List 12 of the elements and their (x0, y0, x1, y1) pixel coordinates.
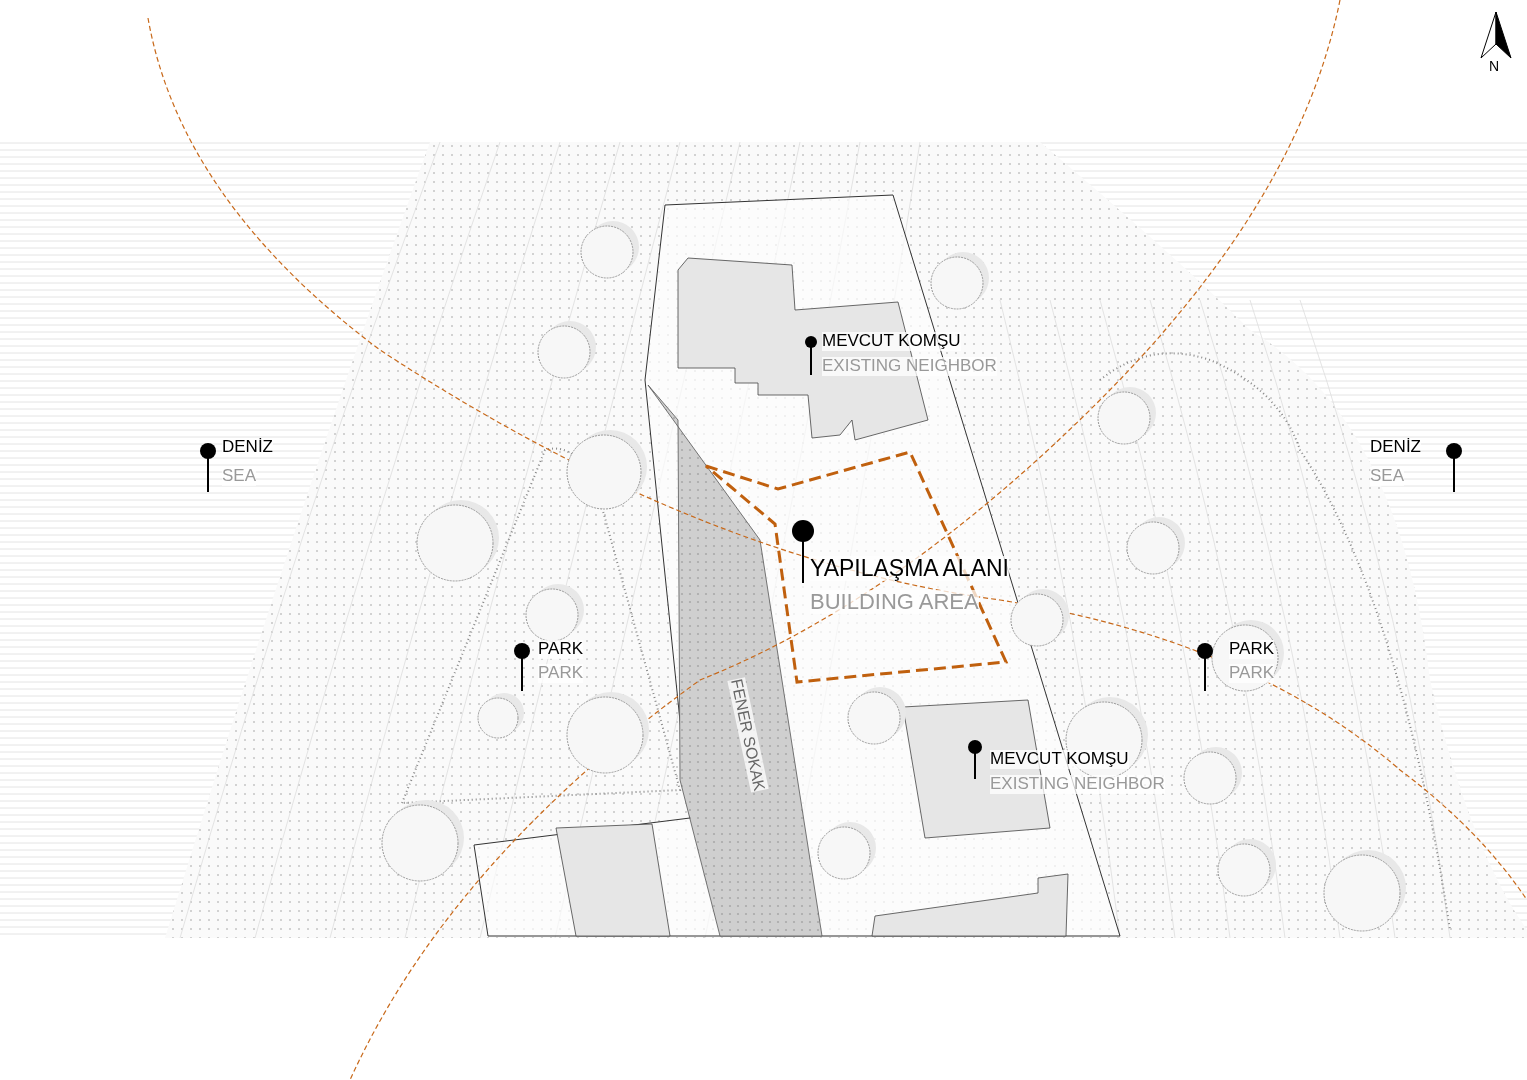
place-label-translation: SEA (222, 467, 257, 486)
place-label-translation: SEA (1370, 467, 1405, 486)
place-label: MEVCUT KOMŞU (822, 332, 961, 351)
place-label: PARK (1229, 640, 1275, 659)
place-label-translation: EXISTING NEIGHBOR (822, 357, 997, 376)
site-label-translation: BUILDING AREA (810, 590, 979, 615)
place-label-translation: PARK (1229, 664, 1275, 683)
place-label: PARK (538, 640, 584, 659)
place-label-translation: PARK (538, 664, 584, 683)
site-label: YAPILAŞMA ALANI (810, 556, 1009, 582)
place-label-translation: EXISTING NEIGHBOR (990, 775, 1165, 794)
place-label: MEVCUT KOMŞU (990, 750, 1129, 769)
